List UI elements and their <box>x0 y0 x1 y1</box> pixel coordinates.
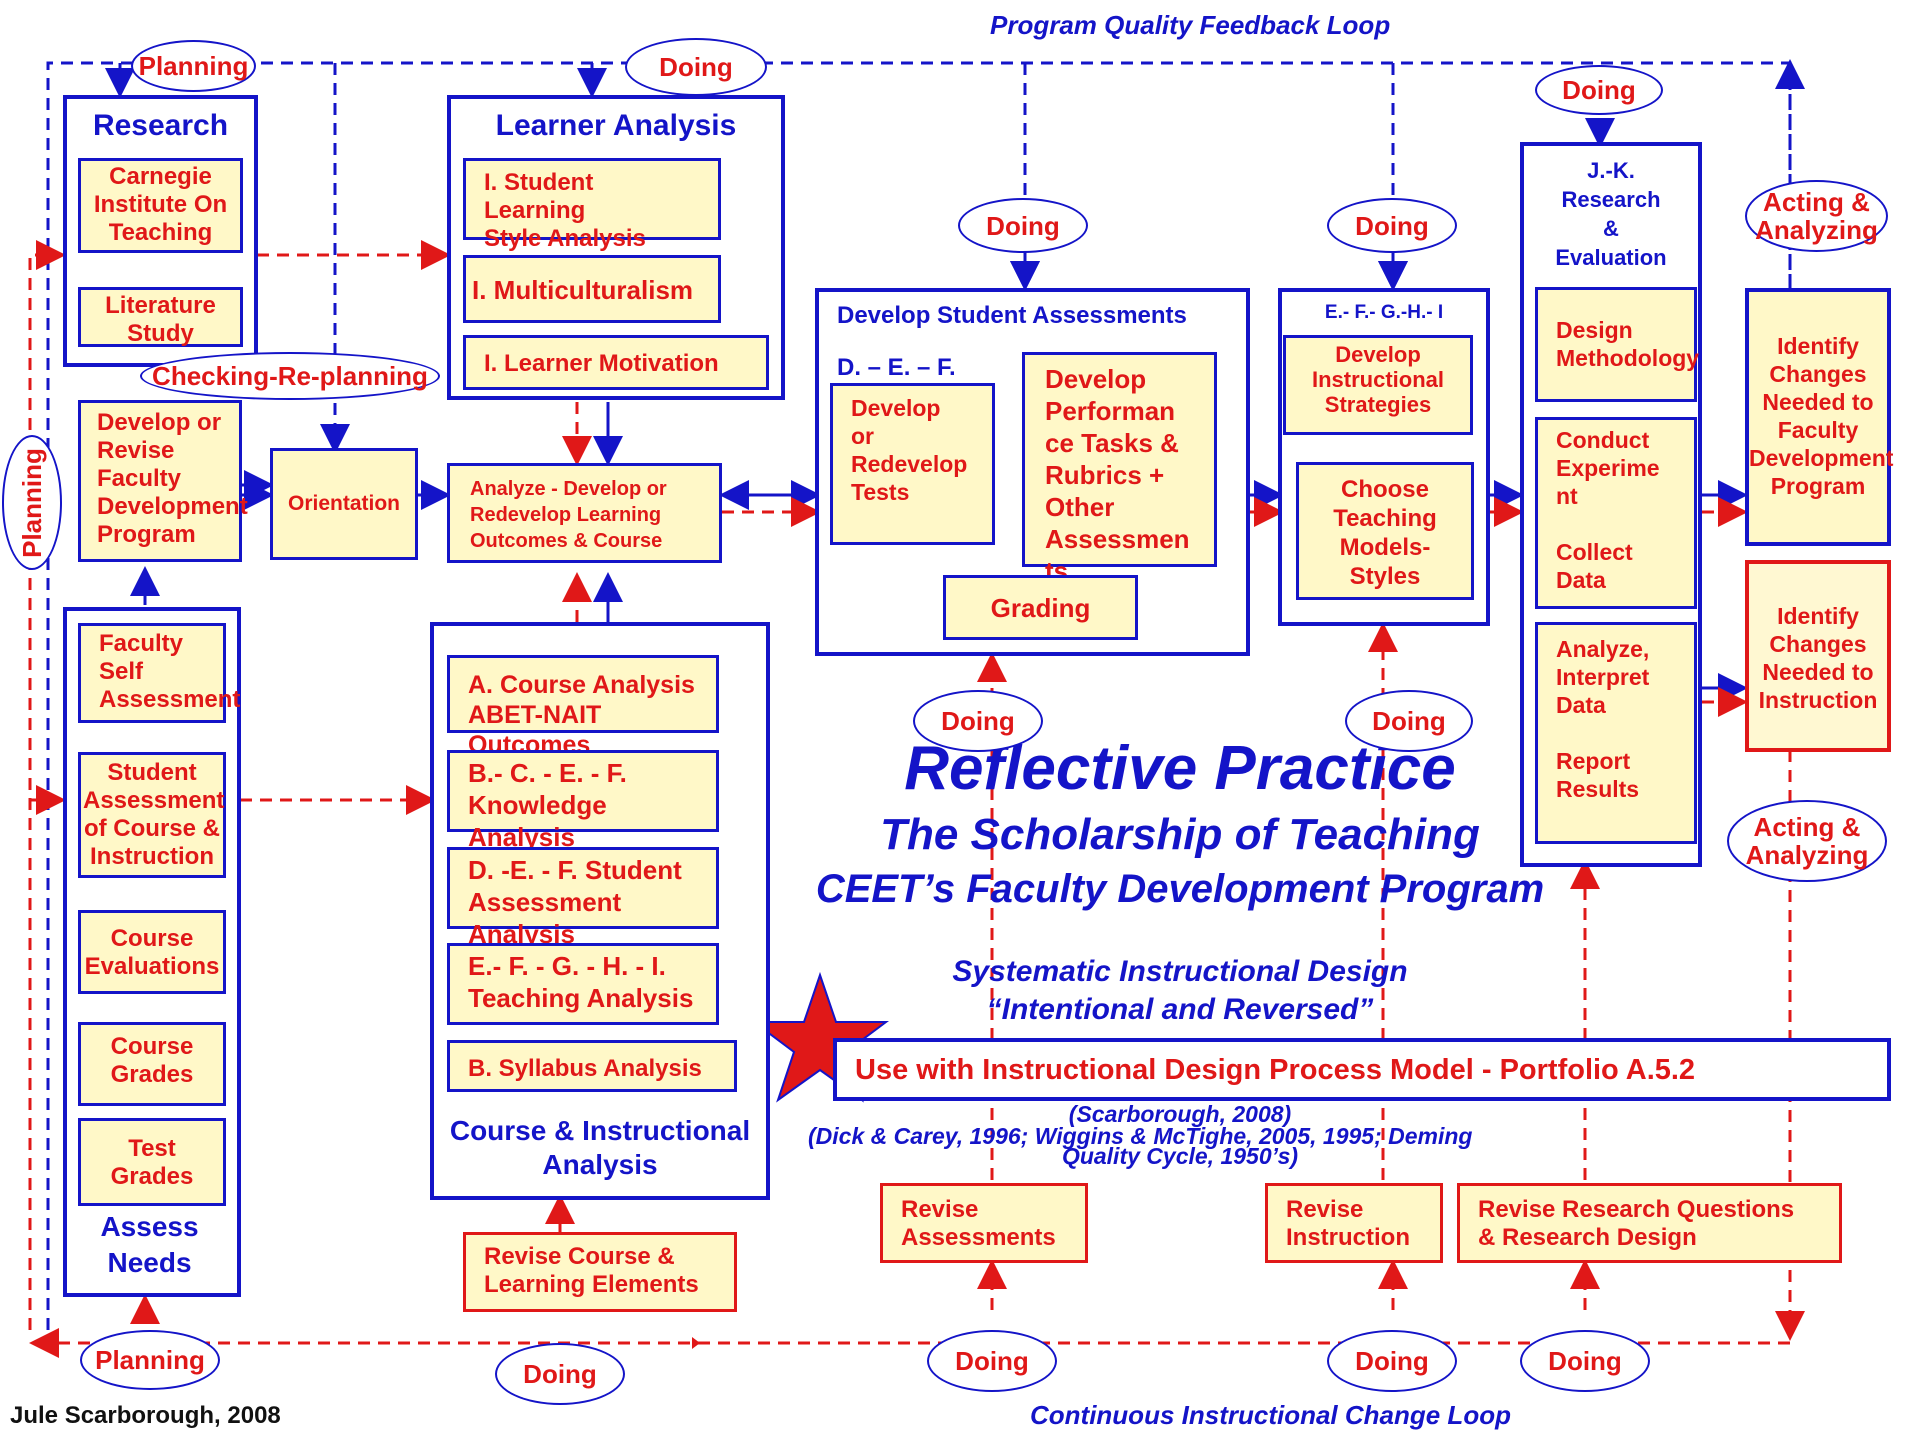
revise-course-box: Revise Course & Learning Elements <box>463 1232 737 1312</box>
analyze-interpret-box: Analyze, Interpret Data Report Results <box>1535 622 1697 844</box>
course-analysis-title: Course & Instructional Analysis <box>449 1115 751 1180</box>
acting-analyzing-mid-ellipse: Acting & Analyzing <box>1727 800 1887 882</box>
doing-bottom-2-ellipse: Doing <box>927 1330 1057 1392</box>
revise-assessments-box: Revise Assessments <box>880 1183 1088 1263</box>
doing-eh-ellipse: Doing <box>1327 198 1457 253</box>
planning-top-ellipse: Planning <box>131 40 256 92</box>
doing-bottom-4-ellipse: Doing <box>1520 1330 1650 1392</box>
program-quality-loop-label: Program Quality Feedback Loop <box>990 10 1391 40</box>
planning-left-ellipse: Planning <box>2 435 62 570</box>
performance-tasks-box: Develop Performan ce Tasks & Rubrics + O… <box>1022 352 1217 586</box>
checking-replanning-ellipse: Checking-Re-planning <box>140 352 440 400</box>
planning-bottom-ellipse: Planning <box>80 1330 220 1390</box>
doing-top-left-ellipse: Doing <box>625 38 767 96</box>
course-evaluations-box: Course Evaluations <box>78 910 226 994</box>
reflective-practice-title: Reflective Practice <box>904 734 1456 803</box>
knowledge-analysis-box: B.- C. - E. - F. Knowledge Analysis <box>447 750 719 852</box>
ceet-program-title: CEET’s Faculty Development Program <box>815 867 1545 911</box>
doing-top-right-ellipse: Doing <box>1535 65 1663 115</box>
student-assessments-title: Develop Student Assessments <box>837 302 1187 329</box>
learning-style-box: I. Student Learning Style Analysis <box>463 158 721 252</box>
citation-line-3: Quality Cycle, 1950’s) <box>1061 1143 1299 1169</box>
sid-subtitle: “Intentional and Reversed” <box>986 993 1374 1026</box>
doing-assess-ellipse: Doing <box>958 198 1088 253</box>
course-analysis-box: A. Course Analysis ABET-NAIT Outcomes <box>447 655 719 759</box>
faculty-self-assessment-box: Faculty Self Assessment <box>78 623 240 723</box>
multiculturalism-box: I. Multiculturalism <box>463 255 721 323</box>
teaching-analysis-box: E.- F. - G. - H. - I. Teaching Analysis <box>447 943 719 1025</box>
doing-mid-right-ellipse: Doing <box>1345 690 1473 752</box>
doing-bottom-3-ellipse: Doing <box>1327 1330 1457 1392</box>
continuous-change-loop-label: Continuous Instructional Change Loop <box>1030 1400 1511 1430</box>
course-grades-box: Course Grades <box>78 1022 226 1106</box>
research-evaluation-title: J.-K. Research & Evaluation <box>1555 158 1667 270</box>
student-assessments-sub: D. – E. – F. <box>837 354 956 381</box>
research-title: Research <box>92 109 229 142</box>
grading-box: Grading <box>943 575 1138 640</box>
citation-line-2: (Dick & Carey, 1996; Wiggins & McTighe, … <box>808 1123 1473 1149</box>
design-methodology-box: Design Methodology <box>1535 287 1699 402</box>
acting-analyzing-top-ellipse: Acting & Analyzing <box>1745 180 1888 252</box>
literature-box: Literature Study <box>78 287 243 347</box>
portfolio-banner: Use with Instructional Design Process Mo… <box>833 1038 1891 1101</box>
revise-instruction-box: Revise Instruction <box>1265 1183 1443 1263</box>
orientation-box: Orientation <box>270 448 418 560</box>
develop-program-box: Develop or Revise Faculty Development Pr… <box>78 400 248 562</box>
citation-line-1: (Scarborough, 2008) <box>1068 1101 1292 1127</box>
scholarship-title: The Scholarship of Teaching <box>880 810 1480 859</box>
instructional-strategies-box: Develop Instructional Strategies <box>1283 335 1473 435</box>
instructional-title: E.- F.- G.-H.- I <box>1324 302 1444 323</box>
assess-needs-title: Assess Needs <box>100 1211 199 1278</box>
conduct-experiment-box: Conduct Experime nt Collect Data <box>1535 417 1697 609</box>
star-icon <box>751 971 889 1103</box>
carnegie-box: Carnegie Institute On Teaching <box>78 158 243 253</box>
analyze-develop-box: Analyze - Develop or Redevelop Learning … <box>447 463 722 563</box>
develop-tests-box: Develop or Redevelop Tests <box>830 383 995 545</box>
learner-motivation-box: I. Learner Motivation <box>463 335 769 390</box>
learner-analysis-title: Learner Analysis <box>495 109 737 142</box>
doing-mid-left-ellipse: Doing <box>913 690 1043 752</box>
teaching-models-box: Choose Teaching Models- Styles <box>1296 462 1474 600</box>
student-assessment-analysis-box: D. -E. - F. Student Assessment Analysis <box>447 847 719 949</box>
identify-instruction-changes-box: Identify Changes Needed to Instruction <box>1745 560 1891 752</box>
student-assessment-box: Student Assessment of Course & Instructi… <box>78 752 226 878</box>
syllabus-analysis-box: B. Syllabus Analysis <box>447 1040 737 1092</box>
revise-research-box: Revise Research Questions & Research Des… <box>1457 1183 1842 1263</box>
credit: Jule Scarborough, 2008 <box>10 1402 281 1429</box>
identify-program-changes-box: Identify Changes Needed to Faculty Devel… <box>1745 288 1893 546</box>
doing-bottom-1-ellipse: Doing <box>495 1343 625 1405</box>
test-grades-box: Test Grades <box>78 1118 226 1206</box>
sid-title: Systematic Instructional Design <box>952 955 1408 988</box>
planning-left-label: Planning <box>17 447 47 558</box>
